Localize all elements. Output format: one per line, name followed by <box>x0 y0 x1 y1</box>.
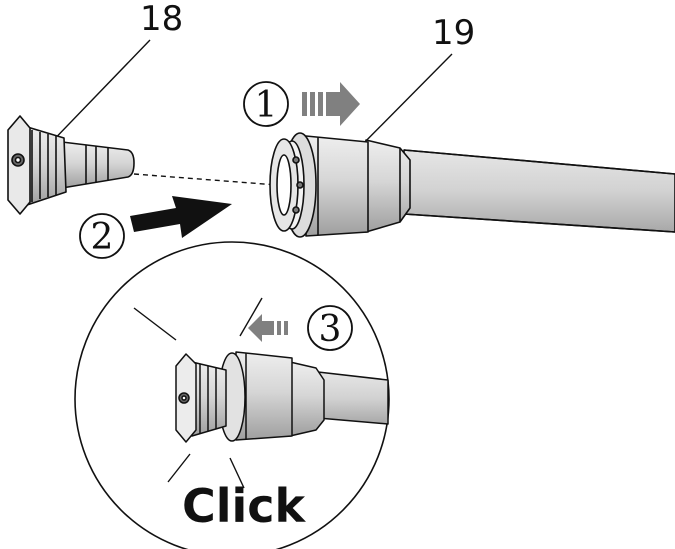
step-1: 1 <box>243 81 360 127</box>
callout-19: 19 <box>349 13 475 158</box>
step-1-circle <box>243 81 289 127</box>
callout-18: 18 <box>41 0 183 153</box>
gray-pull-arrow-icon <box>302 82 360 126</box>
connected-nozzle-and-hose <box>175 351 389 443</box>
nozzle-part-number: 18 <box>140 0 183 39</box>
click-label: Click <box>182 479 307 533</box>
step-3-number: 3 <box>319 309 342 350</box>
step-1-number: 1 <box>255 85 278 126</box>
step-2-circle <box>79 213 125 259</box>
step-3: 3 <box>248 305 353 351</box>
hose-part-number: 19 <box>432 13 475 53</box>
hose-coupler <box>269 132 675 238</box>
nozzle-leader-line <box>41 39 151 153</box>
step-2: 2 <box>79 196 232 259</box>
gray-release-arrow-icon <box>248 314 288 342</box>
step-3-circle <box>307 305 353 351</box>
step-2-number: 2 <box>91 217 114 258</box>
black-insert-arrow-icon <box>130 196 232 238</box>
spray-nozzle <box>7 115 135 215</box>
detail-view: 3 Click <box>74 241 390 549</box>
alignment-line <box>133 173 291 187</box>
click-impact-lines <box>133 297 263 489</box>
